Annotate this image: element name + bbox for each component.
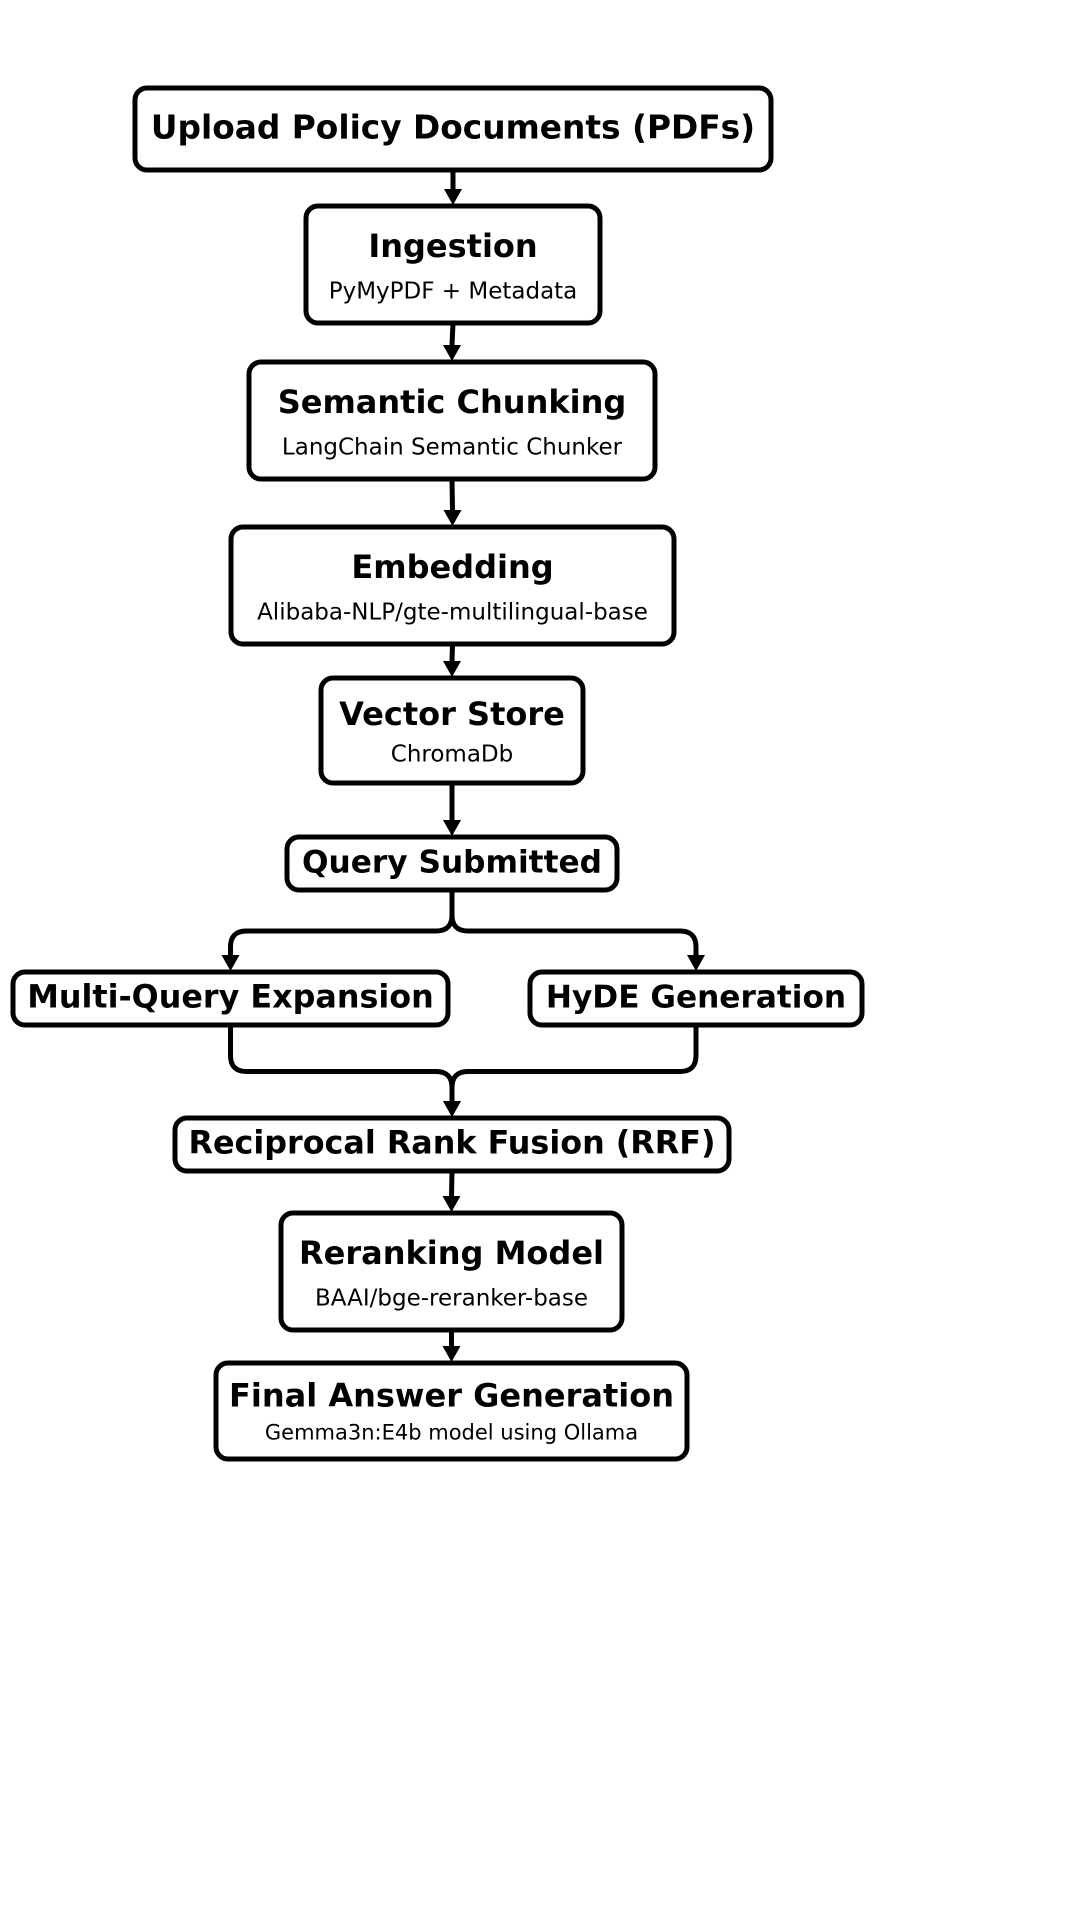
node-title-final: Final Answer Generation [229,1377,674,1415]
node-subtitle-ingestion: PyMyPDF + Metadata [329,278,578,304]
arrow-head [442,1346,461,1362]
node-title-query: Query Submitted [302,845,602,881]
node-subtitle-rerank: BAAI/bge-reranker-base [315,1285,588,1311]
edge-upload-to-ingestion [444,170,462,205]
node-box-final[interactable] [213,1360,690,1462]
edge-rrf-to-rerank [442,1170,461,1212]
edge-ingestion-to-chunking [443,322,461,361]
node-upload[interactable]: Upload Policy Documents (PDFs) [132,85,774,173]
node-subtitle-vectorstore: ChromaDb [391,742,513,768]
arrow-head [221,955,240,971]
edge-embedding-to-vectorstore [443,643,461,677]
node-box-query[interactable] [284,834,620,893]
node-box-hyde[interactable] [527,969,865,1028]
arrow-head [443,820,461,836]
node-title-hyde: HyDE Generation [546,980,846,1016]
edge-rerank-to-final [442,1330,461,1362]
node-multiquery[interactable]: Multi-Query Expansion [10,969,451,1028]
arrow-head [443,661,461,677]
arrow-head [443,345,461,361]
edge-hyde-to-rrf [443,1025,699,1117]
node-hyde[interactable]: HyDE Generation [527,969,865,1028]
node-box-ingestion[interactable] [303,203,603,326]
edge-query-to-hyde [449,890,705,971]
node-box-upload[interactable] [132,85,774,173]
node-title-rerank: Reranking Model [299,1234,604,1272]
edge-query-to-multiquery [221,890,455,971]
arrow-head [443,1101,461,1117]
node-box-vectorstore[interactable] [318,675,586,786]
node-box-rerank[interactable] [278,1210,625,1333]
node-embedding[interactable]: EmbeddingAlibaba-NLP/gte-multilingual-ba… [228,524,677,647]
arrow-head [444,189,462,205]
node-box-multiquery[interactable] [10,969,451,1028]
node-subtitle-embedding: Alibaba-NLP/gte-multilingual-base [257,599,648,625]
node-query[interactable]: Query Submitted [284,834,620,893]
arrow-head [442,1196,461,1212]
node-box-embedding[interactable] [228,524,677,647]
nodes-layer: Upload Policy Documents (PDFs) IngestionP… [10,85,865,1462]
node-rrf[interactable]: Reciprocal Rank Fusion (RRF) [172,1115,732,1174]
node-title-ingestion: Ingestion [368,227,537,265]
node-box-chunking[interactable] [246,359,658,482]
edge-vectorstore-to-query [443,783,461,836]
node-box-rrf[interactable] [172,1115,732,1174]
node-title-upload: Upload Policy Documents (PDFs) [151,109,755,147]
node-title-chunking: Semantic Chunking [278,383,627,421]
node-title-vectorstore: Vector Store [339,695,565,733]
node-title-multiquery: Multi-Query Expansion [27,979,434,1016]
node-title-embedding: Embedding [351,548,553,586]
edges-layer [221,170,705,1362]
node-subtitle-final: Gemma3n:E4b model using Ollama [265,1421,638,1445]
arrow-head [443,510,462,526]
edge-chunking-to-embedding [443,478,462,526]
node-title-rrf: Reciprocal Rank Fusion (RRF) [188,1125,715,1162]
edge-multiquery-to-rrf [228,1025,461,1117]
node-subtitle-chunking: LangChain Semantic Chunker [282,434,623,460]
arrow-head [687,955,705,971]
